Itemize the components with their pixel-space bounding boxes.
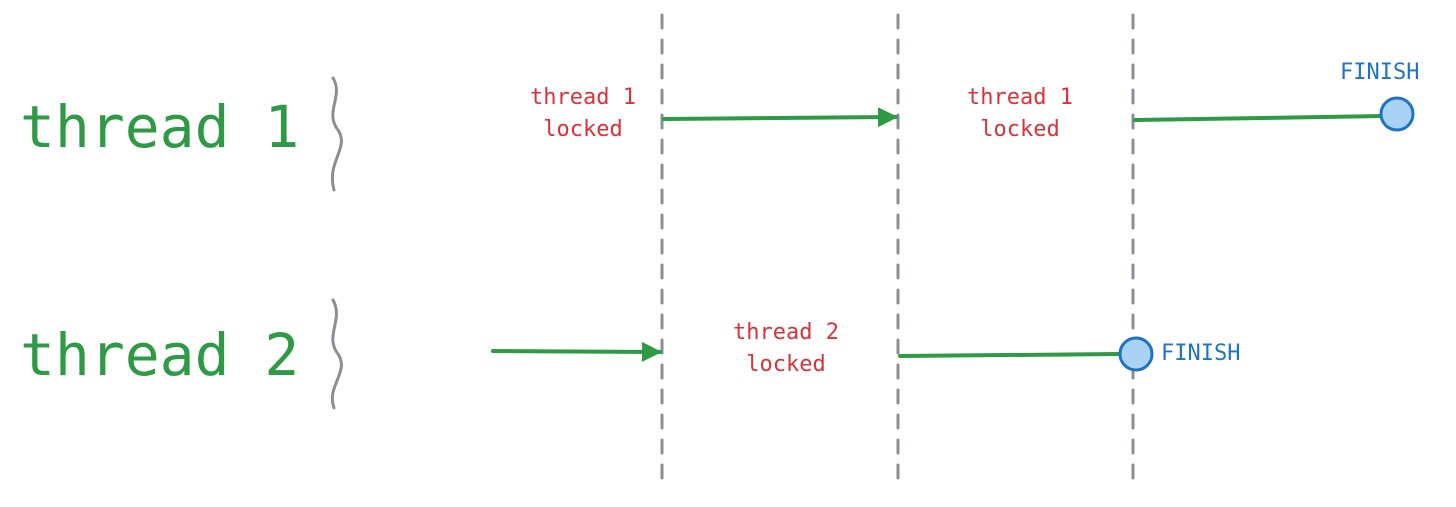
lock-label-thread-2: thread 2 locked — [711, 317, 861, 381]
lock-label-line1: thread 1 — [967, 85, 1073, 110]
thread-2-start-arrow — [491, 341, 662, 362]
thread-2-final-segment — [898, 352, 1122, 358]
thread-1-finish-marker — [1379, 96, 1415, 132]
thread-2-squiggle — [330, 298, 343, 410]
lock-label-line1: thread 2 — [733, 320, 839, 345]
lock-label-line2: locked — [543, 117, 623, 142]
thread-1-arrow — [662, 107, 898, 128]
lock-label-thread-1-second: thread 1 locked — [945, 82, 1095, 146]
thread-1-label: thread 1 — [20, 93, 300, 161]
thread-2-finish-label: FINISH — [1161, 341, 1241, 366]
lock-label-line1: thread 1 — [530, 85, 636, 110]
lock-label-line2: locked — [746, 352, 826, 377]
thread-2-finish-marker — [1118, 336, 1154, 372]
thread-1-final-segment — [1133, 114, 1386, 122]
lock-label-thread-1-first: thread 1 locked — [508, 82, 658, 146]
thread-2-label: thread 2 — [20, 321, 300, 389]
thread-1-squiggle — [330, 76, 343, 192]
lock-label-line2: locked — [980, 117, 1060, 142]
thread-1-finish-label: FINISH — [1340, 60, 1420, 85]
